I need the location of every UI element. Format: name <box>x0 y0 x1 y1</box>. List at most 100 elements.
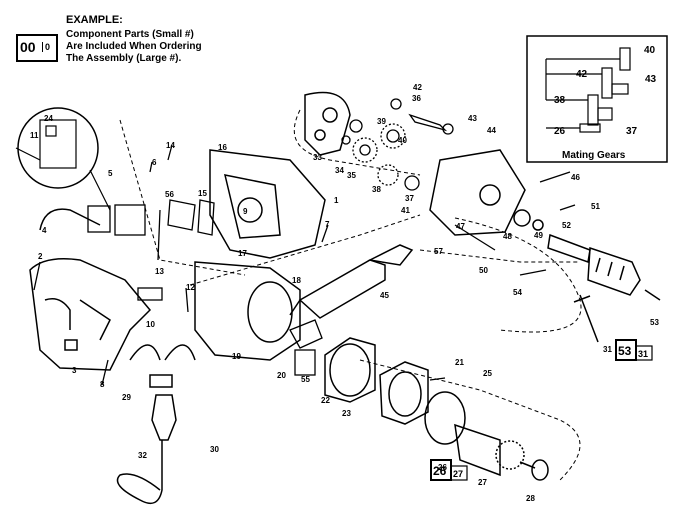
part-label-43: 43 <box>468 114 477 123</box>
part-label-20: 20 <box>277 371 286 380</box>
part-label-55: 55 <box>301 375 310 384</box>
spindle-chuck <box>513 209 661 343</box>
side-handle <box>289 244 414 319</box>
part-label-41: 41 <box>401 206 410 215</box>
part-label-21: 21 <box>455 358 464 367</box>
part-label-42: 42 <box>413 83 422 92</box>
part-label-16: 16 <box>218 143 227 152</box>
screws <box>33 144 576 386</box>
field-housing <box>194 261 301 361</box>
part-label-26: 26 <box>438 463 447 472</box>
part-label-49: 49 <box>534 231 543 240</box>
part-label-27: 27 <box>478 478 487 487</box>
part-label-56: 56 <box>165 190 174 199</box>
mating-gear-label-26: 26 <box>554 126 566 137</box>
brush-holder <box>289 319 323 376</box>
part-label-51: 51 <box>591 202 600 211</box>
part-label-50: 50 <box>479 266 488 275</box>
part-label-13: 13 <box>155 267 164 276</box>
part-label-18: 18 <box>292 276 301 285</box>
assembly-large-number: 53 <box>618 344 632 358</box>
assembly-small-number: 31 <box>638 349 648 359</box>
assembly-sub-frame <box>635 345 653 361</box>
mating-gears-labels: 40 42 43 38 26 37 <box>554 45 657 137</box>
part-label-28: 28 <box>526 494 535 503</box>
assembly-box-26: 26 27 <box>430 459 468 481</box>
part-label-19: 19 <box>232 352 241 361</box>
gear-case <box>429 149 526 236</box>
part-label-32: 32 <box>138 451 147 460</box>
part-label-6: 6 <box>152 158 157 167</box>
part-label-11: 11 <box>30 131 39 140</box>
example-line-2: Are Included When Ordering <box>66 41 202 52</box>
example-small-number: 0 <box>42 42 50 52</box>
mating-gear-label-38: 38 <box>554 95 566 106</box>
mating-gear-label-43: 43 <box>645 74 657 85</box>
part-label-7: 7 <box>325 220 330 229</box>
mating-gears-title: Mating Gears <box>562 150 626 161</box>
example-assembly-box: 00 0 <box>16 34 58 62</box>
part-label-29: 29 <box>122 393 131 402</box>
part-label-39: 39 <box>377 117 386 126</box>
part-label-45: 45 <box>380 291 389 300</box>
part-label-24: 24 <box>44 114 53 123</box>
mating-gear-label-40: 40 <box>644 45 656 56</box>
part-label-10: 10 <box>146 320 155 329</box>
part-label-37: 37 <box>405 194 414 203</box>
example-large-number: 00 <box>20 39 36 55</box>
part-label-5: 5 <box>108 169 113 178</box>
part-label-35: 35 <box>347 171 356 180</box>
mating-gear-label-42: 42 <box>576 69 588 80</box>
gears <box>341 98 454 191</box>
part-label-57: 57 <box>434 247 443 256</box>
part-label-22: 22 <box>321 396 330 405</box>
part-label-44: 44 <box>487 126 496 135</box>
part-label-31: 31 <box>603 345 612 354</box>
part-label-36: 36 <box>412 94 421 103</box>
assembly-large-number: 26 <box>433 464 447 478</box>
stator <box>324 337 429 425</box>
part-label-53: 53 <box>650 318 659 327</box>
example-title: EXAMPLE: <box>66 14 123 26</box>
left-housing-half <box>29 258 152 371</box>
switch-detail-callout <box>15 107 111 211</box>
part-label-46: 46 <box>571 173 580 182</box>
gear-plate <box>304 91 351 156</box>
part-label-12: 12 <box>186 283 195 292</box>
assembly-small-number: 27 <box>453 469 463 479</box>
part-label-9: 9 <box>243 207 248 216</box>
assembly-boxes: 53 31 26 27 <box>430 339 653 481</box>
part-label-38: 38 <box>372 185 381 194</box>
assembly-sub-frame <box>450 465 468 481</box>
part-label-33: 33 <box>313 153 322 162</box>
part-label-17: 17 <box>238 249 247 258</box>
part-label-52: 52 <box>562 221 571 230</box>
part-label-14: 14 <box>166 141 175 150</box>
part-label-23: 23 <box>342 409 351 418</box>
part-label-1: 1 <box>334 196 339 205</box>
part-label-2: 2 <box>38 252 43 261</box>
part-label-48: 48 <box>503 232 512 241</box>
mating-gear-label-37: 37 <box>626 126 638 137</box>
part-label-54: 54 <box>513 288 522 297</box>
example-line-3: The Assembly (Large #). <box>66 53 182 64</box>
power-cord <box>39 208 196 505</box>
part-label-47: 47 <box>456 222 465 231</box>
part-label-25: 25 <box>483 369 492 378</box>
mating-gears-inset <box>526 35 668 163</box>
part-label-8: 8 <box>100 380 105 389</box>
example-line-1: Component Parts (Small #) <box>66 29 194 40</box>
switch-parts <box>87 199 215 301</box>
assembly-dashed-lines <box>119 109 582 481</box>
part-label-34: 34 <box>335 166 344 175</box>
assembly-box-53: 53 31 <box>615 339 653 361</box>
part-label-3: 3 <box>72 366 77 375</box>
part-label-30: 30 <box>210 445 219 454</box>
part-label-15: 15 <box>198 189 207 198</box>
armature <box>424 391 549 481</box>
right-housing-half <box>209 149 326 259</box>
part-label-4: 4 <box>42 226 47 235</box>
